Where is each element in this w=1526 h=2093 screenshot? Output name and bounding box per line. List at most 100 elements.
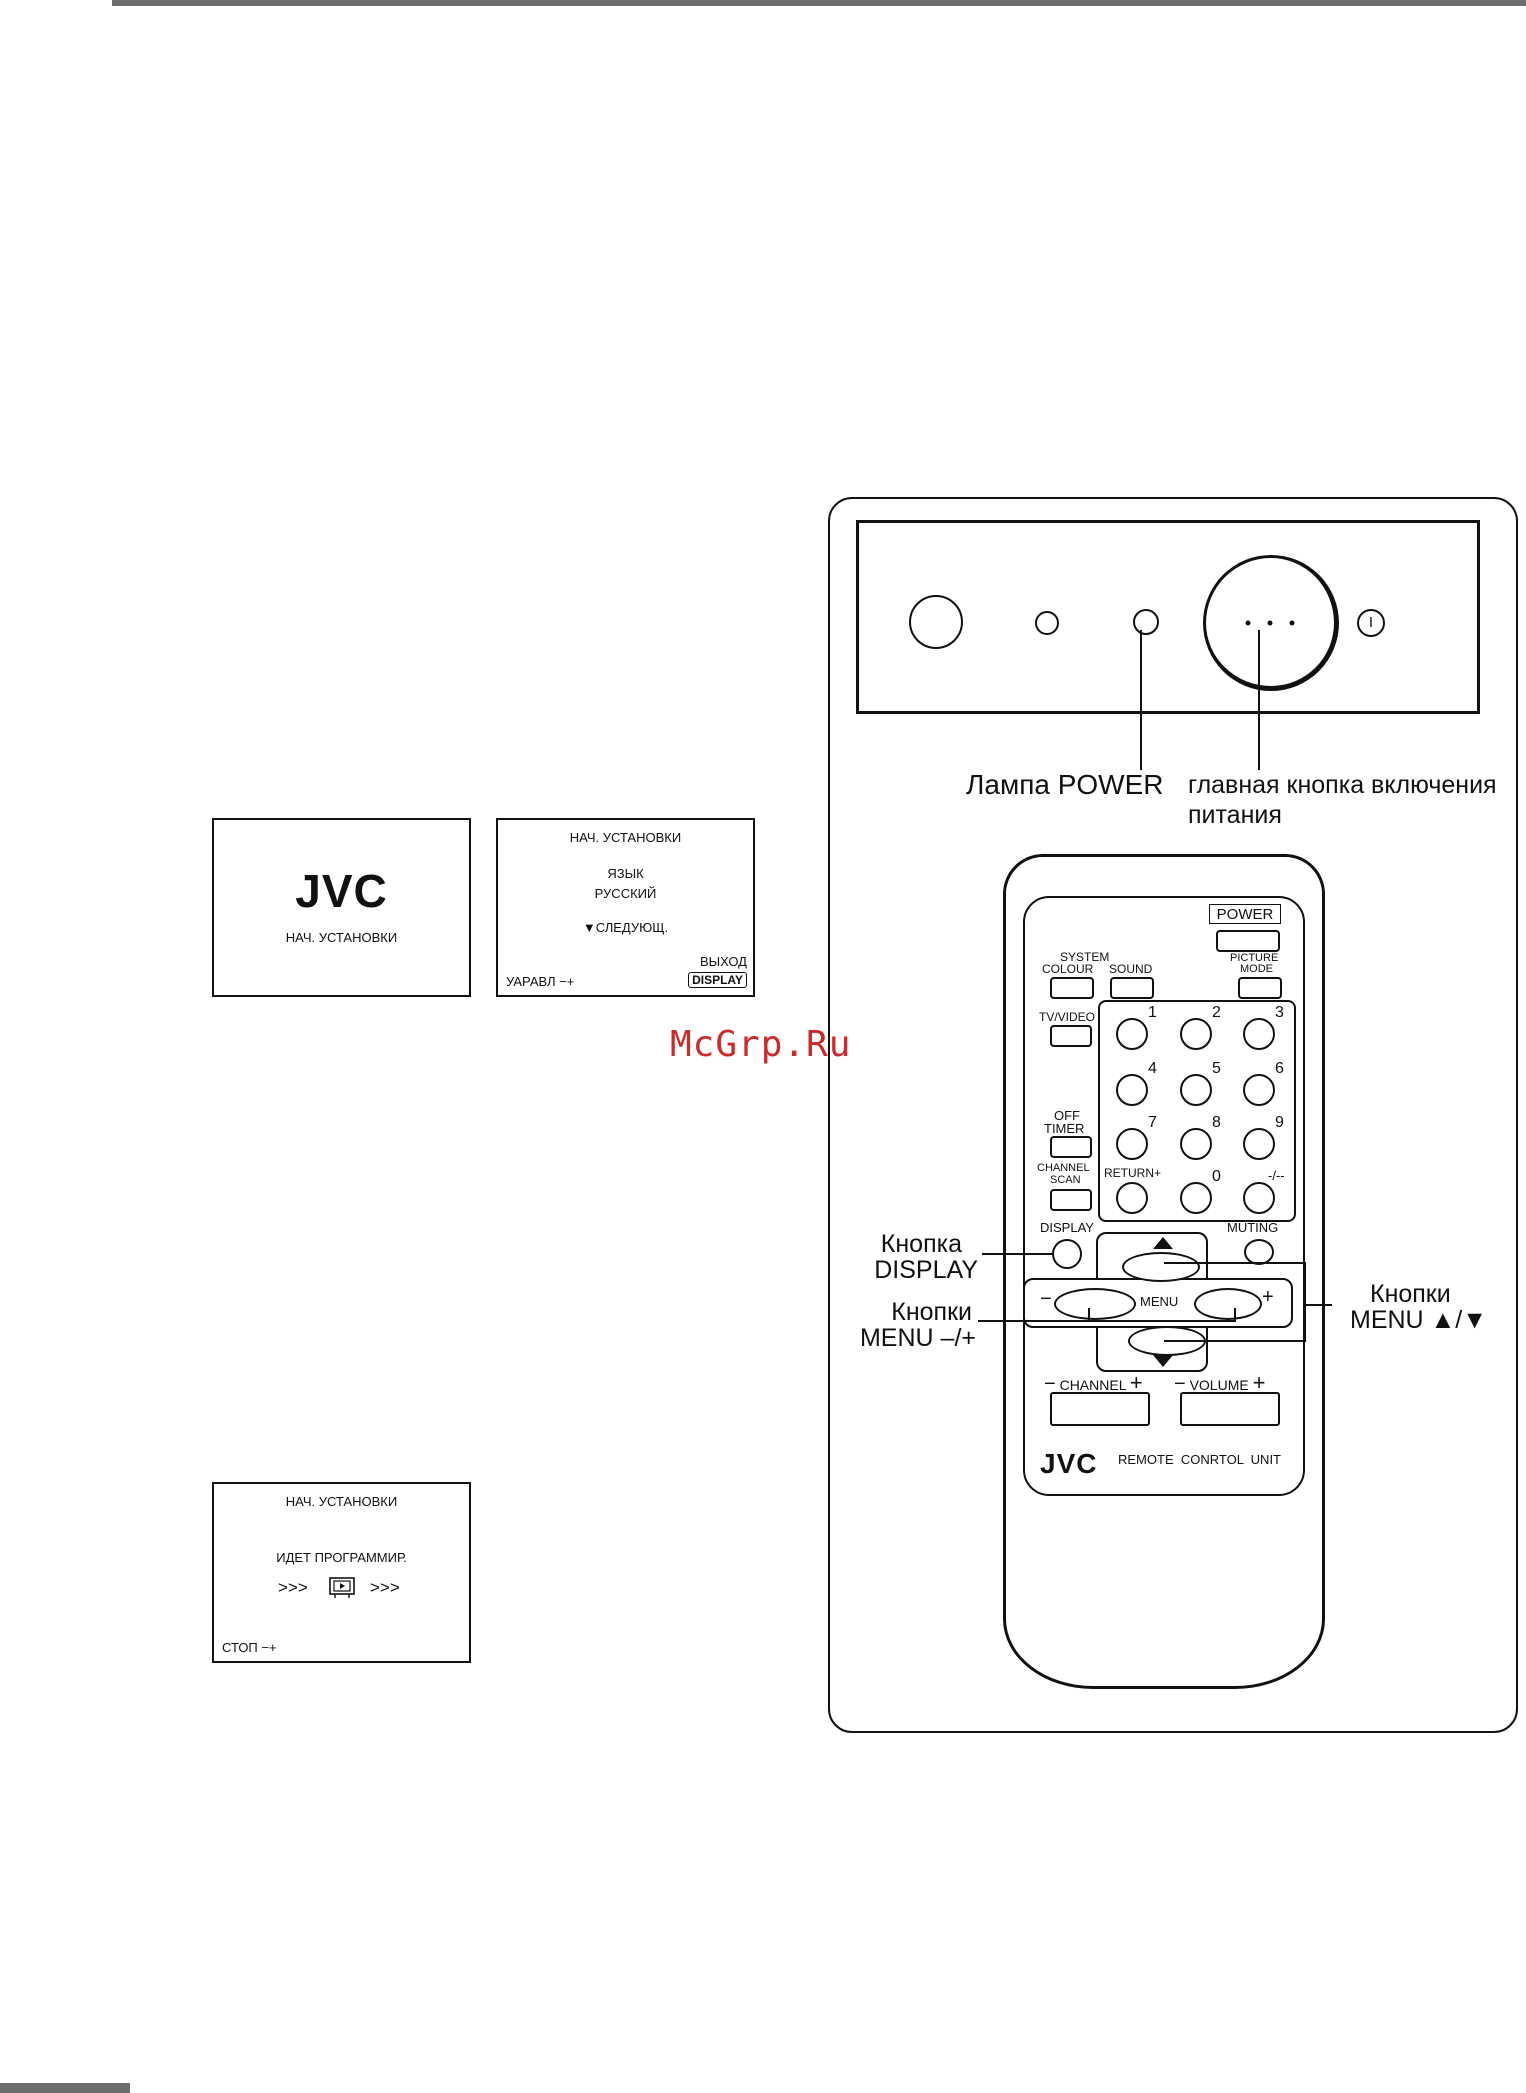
digit-4-button[interactable] <box>1116 1074 1148 1106</box>
osd-screen-logo: JVC НАЧ. УСТАНОВКИ <box>212 818 471 997</box>
volume-text: VOLUME <box>1189 1377 1249 1393</box>
menu-minus-label: − <box>1040 1288 1052 1310</box>
digit-0-button[interactable] <box>1180 1182 1212 1214</box>
channel-plus: + <box>1129 1370 1143 1395</box>
osd-status: ИДЕТ ПРОГРАММИР. <box>276 1550 407 1565</box>
timer-label: TIMER <box>1044 1121 1085 1136</box>
standby-symbol: I <box>1357 609 1385 637</box>
menu-ud-callout-line2: MENU ▲/▼ <box>1350 1306 1487 1334</box>
return-plus-label: RETURN+ <box>1104 1166 1162 1180</box>
digit-3-button[interactable] <box>1243 1018 1275 1050</box>
digit-3-label: 3 <box>1275 1004 1284 1021</box>
digit-7-label: 7 <box>1148 1114 1157 1131</box>
digit-1-label: 1 <box>1148 1004 1157 1021</box>
watermark: McGrp.Ru <box>670 1024 852 1065</box>
remote-power-label: POWER <box>1209 904 1281 924</box>
menu-plus-label: + <box>1262 1286 1274 1308</box>
digit-0-label: 0 <box>1212 1168 1221 1185</box>
channel-button[interactable] <box>1050 1392 1150 1426</box>
dash-label: -/-- <box>1268 1168 1285 1183</box>
osd-screen-language: НАЧ. УСТАНОВКИ ЯЗЫК РУССКИЙ ▼СЛЕДУЮЩ. ВЫ… <box>496 818 755 997</box>
ir-sensor <box>909 595 963 649</box>
mode-label: MODE <box>1240 963 1273 975</box>
button-dots <box>1240 614 1300 626</box>
channel-label: − CHANNEL + <box>1044 1370 1143 1396</box>
channel-scan-label: CHANNEL <box>1037 1162 1090 1174</box>
off-timer-button[interactable] <box>1050 1136 1092 1158</box>
display-leader <box>982 1253 1054 1255</box>
colour-label: COLOUR <box>1042 962 1094 976</box>
menu-plus-button[interactable] <box>1194 1288 1262 1320</box>
main-power-button[interactable] <box>1203 555 1339 691</box>
page-corner-mark <box>0 2083 130 2093</box>
illustration-frame <box>828 497 1518 1733</box>
sound-button[interactable] <box>1110 977 1154 999</box>
menu-label: MENU <box>1140 1294 1179 1309</box>
remote-body <box>1003 854 1325 1689</box>
muting-label: MUTING <box>1227 1220 1279 1235</box>
progress-right: >>> <box>370 1578 400 1597</box>
digit-7-button[interactable] <box>1116 1128 1148 1160</box>
channel-scan-button[interactable] <box>1050 1189 1092 1211</box>
display-label: DISPLAY <box>1040 1220 1094 1235</box>
osd-next: ▼СЛЕДУЮЩ. <box>582 920 669 935</box>
volume-button[interactable] <box>1180 1392 1280 1426</box>
colour-button[interactable] <box>1050 977 1094 999</box>
display-callout-line2: DISPLAY <box>874 1256 978 1284</box>
digit-9-button[interactable] <box>1243 1128 1275 1160</box>
channel-minus: − <box>1044 1373 1056 1395</box>
osd-language-value: РУССКИЙ <box>594 886 657 901</box>
osd-exit-label: ВЫХОД <box>699 954 747 969</box>
system-label: SYSTEM <box>1060 950 1110 964</box>
menu-minus-button[interactable] <box>1054 1288 1136 1320</box>
osd-display-key: DISPLAY <box>688 972 747 988</box>
remote-power-button[interactable] <box>1216 930 1280 952</box>
osd-stop-label: СТОП −+ <box>222 1640 277 1655</box>
tv-video-button[interactable] <box>1050 1025 1092 1047</box>
digit-5-button[interactable] <box>1180 1074 1212 1106</box>
menu-up-button[interactable] <box>1122 1252 1200 1282</box>
menu-down-arrow-icon <box>1153 1355 1173 1367</box>
digit-8-button[interactable] <box>1180 1128 1212 1160</box>
osd-title: НАЧ. УСТАНОВКИ <box>569 830 682 845</box>
tv-video-label: TV/VIDEO <box>1039 1010 1096 1024</box>
menu-up-arrow-icon <box>1153 1237 1173 1249</box>
muting-button[interactable] <box>1244 1239 1274 1265</box>
picture-mode-button[interactable] <box>1238 977 1282 999</box>
display-button[interactable] <box>1052 1239 1082 1269</box>
menu-ud-callout-line1: Кнопки <box>1370 1280 1451 1308</box>
digit-8-label: 8 <box>1212 1114 1221 1131</box>
menu-lr-leader-right-tick <box>1234 1308 1236 1322</box>
digit-9-label: 9 <box>1275 1114 1284 1131</box>
volume-plus: + <box>1252 1370 1266 1395</box>
progress-left: >>> <box>278 1578 308 1597</box>
osd-title: НАЧ. УСТАНОВКИ <box>285 930 398 945</box>
tv-front-panel: I <box>856 520 1480 714</box>
remote-brand-logo: JVC <box>1040 1448 1098 1479</box>
return-plus-button[interactable] <box>1116 1182 1148 1214</box>
osd-language-label: ЯЗЫК <box>607 866 644 881</box>
menu-lr-leader-left-tick <box>1088 1308 1090 1322</box>
main-power-leader <box>1258 630 1260 770</box>
menu-ud-bracket <box>1164 1262 1306 1342</box>
digit-1-button[interactable] <box>1116 1018 1148 1050</box>
digit-4-label: 4 <box>1148 1060 1157 1077</box>
indicator-lamp <box>1035 611 1059 635</box>
sound-label: SOUND <box>1109 962 1153 976</box>
menu-lr-callout-line1: Кнопки <box>891 1298 972 1326</box>
osd-screen-programming: НАЧ. УСТАНОВКИ ИДЕТ ПРОГРАММИР. >>> >>> … <box>212 1482 471 1663</box>
menu-lr-leader <box>978 1320 1234 1322</box>
digit-6-label: 6 <box>1275 1060 1284 1077</box>
power-lamp-label: Лампа POWER <box>966 769 1164 800</box>
digit-2-button[interactable] <box>1180 1018 1212 1050</box>
digit-6-button[interactable] <box>1243 1074 1275 1106</box>
main-power-label: главная кнопка включения <box>1188 771 1497 799</box>
volume-label: − VOLUME + <box>1174 1370 1265 1396</box>
osd-control-label: УАРАВЛ −+ <box>506 974 575 989</box>
dash-button[interactable] <box>1243 1182 1275 1214</box>
number-pad-frame <box>1098 1000 1296 1222</box>
scan-label: SCAN <box>1050 1174 1081 1186</box>
off-label: OFF <box>1054 1108 1080 1123</box>
tv-icon <box>327 1576 357 1600</box>
menu-lr-callout-line2: MENU –/+ <box>859 1324 976 1352</box>
